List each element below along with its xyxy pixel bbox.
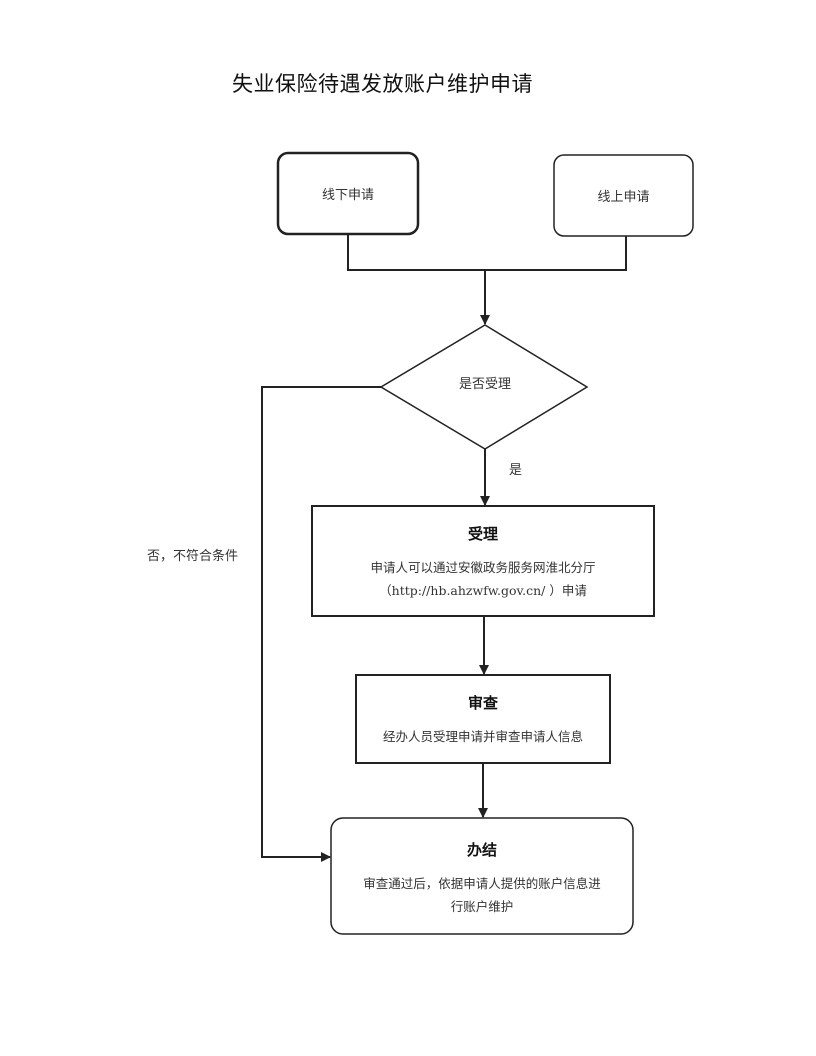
accept-node: 受理 申请人可以通过安徽政务服务网淮北分厅 （http://hb.ahzwfw.…	[312, 508, 654, 616]
offline-apply-node: 线下申请	[278, 153, 418, 234]
online-apply-node: 线上申请	[554, 155, 693, 236]
yes-label: 是	[509, 463, 523, 478]
merge-connector	[347, 234, 627, 271]
finish-line-2: 行账户维护	[450, 898, 514, 914]
finish-line-1: 审查通过后，依据申请人提供的账户信息进	[363, 875, 601, 891]
finish-heading: 办结	[466, 840, 497, 859]
finish-node: 办结 审查通过后，依据申请人提供的账户信息进 行账户维护	[331, 822, 633, 934]
page-title: 失业保险待遇发放账户维护申请	[232, 72, 533, 96]
review-node: 审查 经办人员受理申请并审查申请人信息	[356, 677, 610, 763]
decision-node: 是否受理	[405, 362, 565, 402]
offline-apply-label: 线下申请	[321, 188, 374, 203]
no-label: 否，不符合条件	[147, 549, 239, 564]
review-heading: 审查	[467, 694, 498, 712]
online-box	[553, 154, 694, 237]
accept-line-1: 申请人可以通过安徽政务服务网淮北分厅	[370, 559, 596, 575]
accept-line-2: （http://hb.ahzwfw.gov.cn/ ）申请	[379, 582, 587, 598]
finish-box	[330, 817, 634, 935]
online-apply-label: 线上申请	[597, 190, 650, 205]
accept-box	[311, 505, 655, 617]
accept-heading: 受理	[467, 524, 498, 543]
decision-label: 是否受理	[458, 376, 511, 392]
arrow-no	[261, 386, 381, 862]
review-line-1: 经办人员受理申请并审查申请人信息	[382, 729, 583, 744]
review-box	[355, 674, 611, 764]
